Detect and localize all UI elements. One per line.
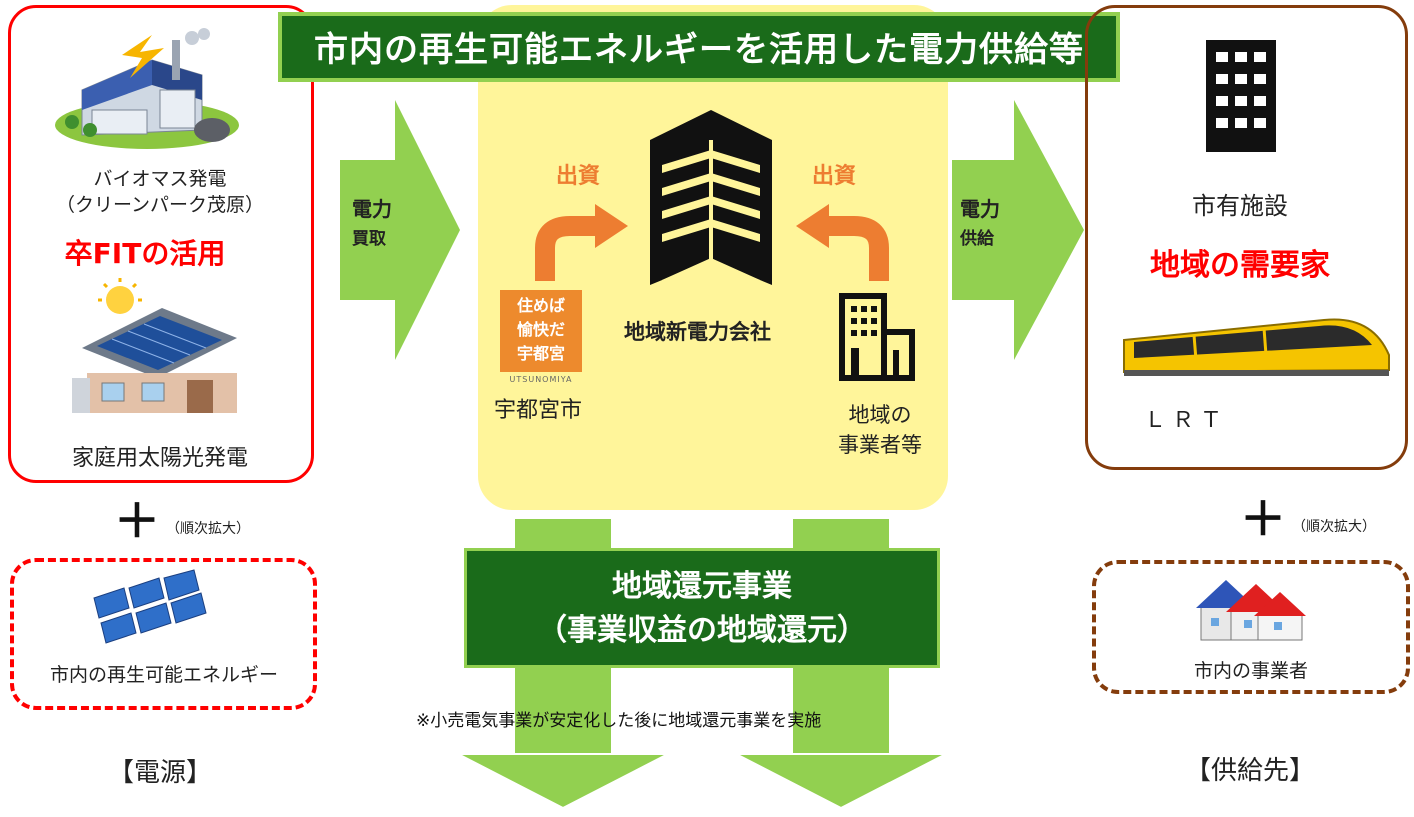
supply-destination-panel xyxy=(1085,5,1408,470)
city-label: 宇都宮市 xyxy=(494,398,583,423)
city-facility-icon xyxy=(1206,40,1276,152)
supply-arrow xyxy=(952,100,1084,360)
biomass-plant-illustration xyxy=(55,28,239,149)
buy-arrow xyxy=(340,100,460,360)
plus-left: ＋ xyxy=(114,494,160,548)
solar-array-illustration xyxy=(93,569,207,644)
buy-line2: 買取 xyxy=(352,229,386,249)
invest-label-left: 出資 xyxy=(556,164,601,189)
buy-line1: 電力 xyxy=(352,197,392,221)
city-logo-line3: 宇都宮 xyxy=(516,344,565,363)
solar-house-illustration xyxy=(72,278,237,413)
local-business-label: 地域の 事業者等 xyxy=(820,400,940,460)
lrt-label: ＬＲＴ xyxy=(1144,408,1229,433)
page-title: 市内の再生可能エネルギーを活用した電力供給等 xyxy=(278,12,1120,82)
expand-note-left: （順次拡大） xyxy=(166,521,250,537)
fit-label: 卒FITの活用 xyxy=(64,237,226,270)
city-logo: 住めば 愉快だ 宇都宮 xyxy=(500,290,582,372)
implementation-note: ※小売電気事業が安定化した後に地域還元事業を実施 xyxy=(416,711,822,731)
city-business-illustration xyxy=(1196,580,1306,641)
local-business-icon xyxy=(839,293,915,381)
project-line1: 地域還元事業 xyxy=(612,569,792,604)
power-source-panel xyxy=(8,5,314,483)
invest-arrow-right xyxy=(796,204,889,281)
city-logo-sub: UTSUNOMIYA xyxy=(509,375,573,384)
biomass-line2: （クリーンパーク茂原） xyxy=(55,194,265,216)
city-logo-line1: 住めば xyxy=(516,296,565,315)
supply-label: 電力 供給 xyxy=(960,194,1000,254)
renewable-label: 市内の再生可能エネルギー xyxy=(49,664,278,686)
local-business-line2: 事業者等 xyxy=(838,433,922,457)
supply-line2: 供給 xyxy=(960,229,994,249)
expand-note-right: （順次拡大） xyxy=(1292,519,1376,535)
buy-label: 電力 買取 xyxy=(352,194,392,254)
company-building-icon xyxy=(650,110,772,285)
invest-arrow-left xyxy=(535,204,628,281)
invest-label-right: 出資 xyxy=(812,164,857,189)
local-return-project-box: 地域還元事業 （事業収益の地域還元） xyxy=(464,548,940,668)
project-line2: （事業収益の地域還元） xyxy=(537,613,867,648)
biomass-label: バイオマス発電 （クリーンパーク茂原） xyxy=(20,166,300,218)
power-source-section-label: 【電源】 xyxy=(107,758,212,788)
supply-destination-section-label: 【供給先】 xyxy=(1184,756,1315,786)
demand-label: 地域の需要家 xyxy=(1150,248,1330,283)
biomass-line1: バイオマス発電 xyxy=(93,168,227,190)
city-business-box xyxy=(1092,560,1410,694)
city-facility-label: 市有施設 xyxy=(1192,192,1288,220)
lrt-train-illustration xyxy=(1123,318,1390,376)
company-label: 地域新電力会社 xyxy=(624,320,771,344)
local-business-line1: 地域の xyxy=(848,403,912,427)
solar-label: 家庭用太陽光発電 xyxy=(71,446,248,471)
plus-right: ＋ xyxy=(1240,492,1286,546)
city-business-label: 市内の事業者 xyxy=(1193,660,1308,682)
renewable-box xyxy=(10,558,317,710)
supply-line1: 電力 xyxy=(960,197,1000,221)
city-logo-line2: 愉快だ xyxy=(516,320,565,339)
